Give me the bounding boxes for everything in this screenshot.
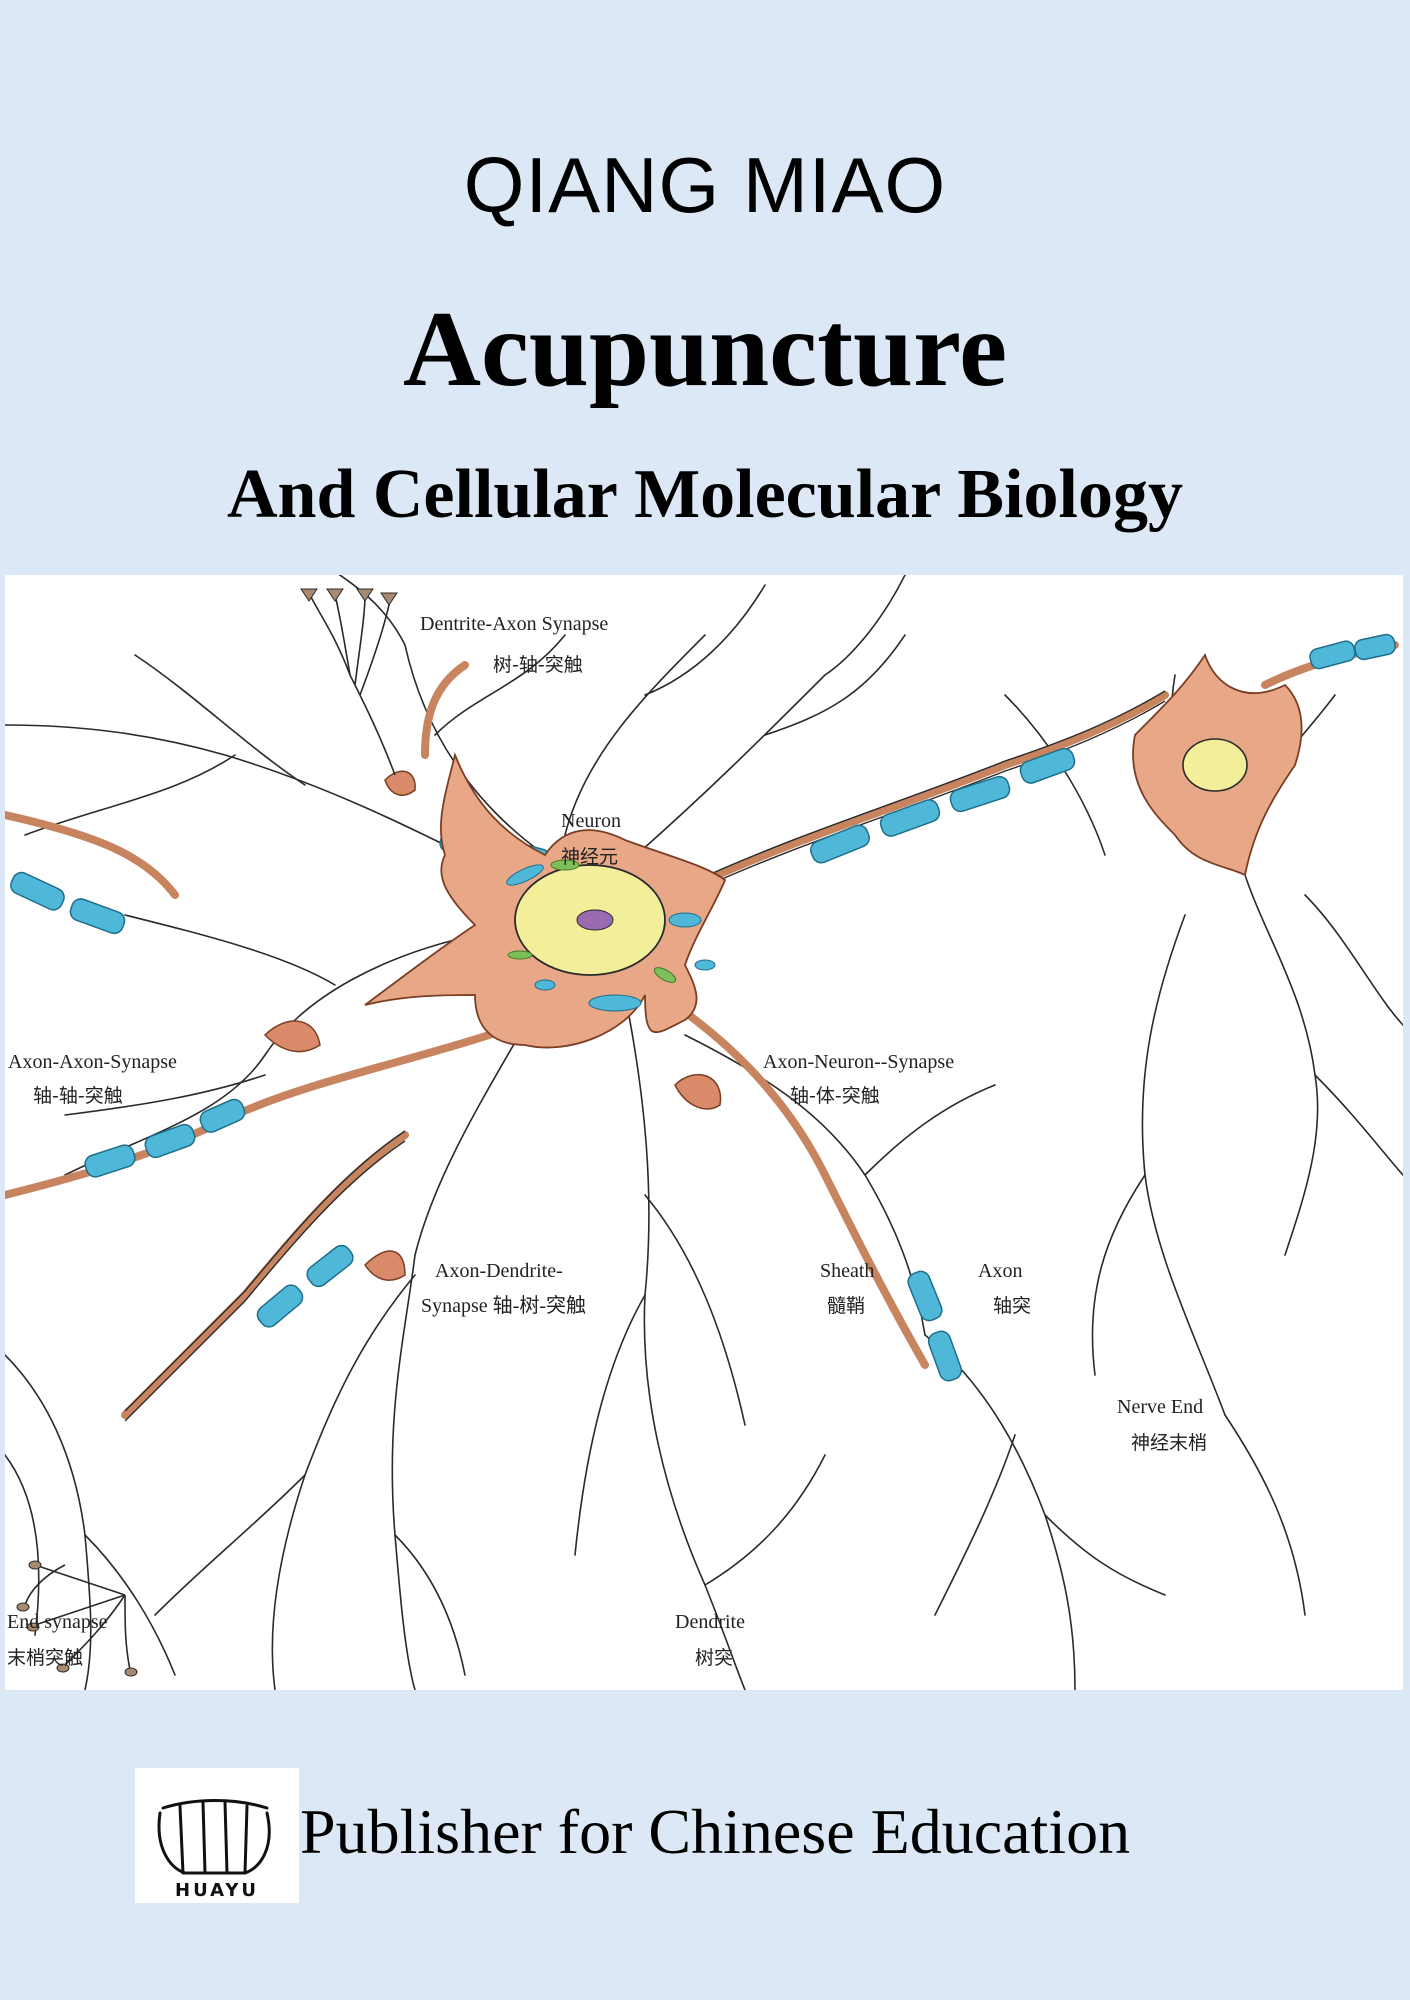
label-nerve-end: Nerve End	[1117, 1396, 1203, 1418]
dendrite-branches	[5, 575, 1403, 1690]
label-nerve-end-cn: 神经末梢	[1131, 1432, 1207, 1454]
label-axon: Axon	[978, 1260, 1022, 1282]
label-dendrite: Dendrite	[675, 1611, 745, 1633]
label-end-synapse: End synapse	[7, 1611, 108, 1633]
label-neuron: Neuron	[561, 810, 621, 832]
lyre-logo-icon: HUAYU	[157, 1799, 271, 1901]
dendrite-fork-tips	[300, 588, 398, 606]
author-name: QIANG MIAO	[463, 141, 947, 229]
label-axon-dendrite-synapse-line2: Synapse 轴-树-突触	[421, 1294, 586, 1317]
label-dendrite-cn: 树突	[695, 1647, 733, 1669]
publisher-name: Publisher for Chinese Education	[300, 1796, 1131, 1867]
neuron-diagram: Dentrite-Axon Synapse 树-轴-突触 Neuron 神经元 …	[5, 575, 1403, 1690]
label-dentrite-axon-synapse: Dentrite-Axon Synapse	[420, 613, 608, 635]
book-title: Acupuncture	[402, 290, 1008, 409]
label-axon-cn: 轴突	[993, 1295, 1031, 1317]
label-dentrite-axon-synapse-cn: 树-轴-突触	[493, 654, 583, 676]
neuron-cell-body	[364, 752, 727, 1049]
neuron-illustration: Dentrite-Axon Synapse 树-轴-突触 Neuron 神经元 …	[5, 575, 1403, 1690]
label-end-synapse-cn: 末梢突触	[7, 1647, 83, 1669]
label-neuron-cn: 神经元	[561, 846, 618, 868]
book-subtitle: And Cellular Molecular Biology	[226, 456, 1184, 533]
end-synapse-fork	[24, 1564, 131, 1671]
label-axon-dendrite-synapse: Axon-Dendrite-	[435, 1260, 563, 1282]
publisher-logo: HUAYU	[135, 1768, 299, 1903]
synapse-terminals	[263, 770, 722, 1281]
label-axon-neuron-synapse: Axon-Neuron--Synapse	[763, 1051, 954, 1073]
svg-text:HUAYU: HUAYU	[175, 1880, 259, 1901]
label-sheath-cn: 髓鞘	[827, 1295, 865, 1317]
secondary-neuron-body	[1132, 652, 1303, 877]
label-axon-neuron-synapse-cn: 轴-体-突触	[790, 1085, 880, 1107]
end-synapse-tips	[16, 1560, 138, 1677]
label-sheath: Sheath	[820, 1260, 874, 1282]
axon-outlines	[124, 690, 1166, 1422]
dendrite-fork-top	[309, 594, 396, 776]
label-axon-axon-synapse: Axon-Axon-Synapse	[8, 1051, 177, 1073]
label-axon-axon-synapse-cn: 轴-轴-突触	[33, 1085, 123, 1107]
